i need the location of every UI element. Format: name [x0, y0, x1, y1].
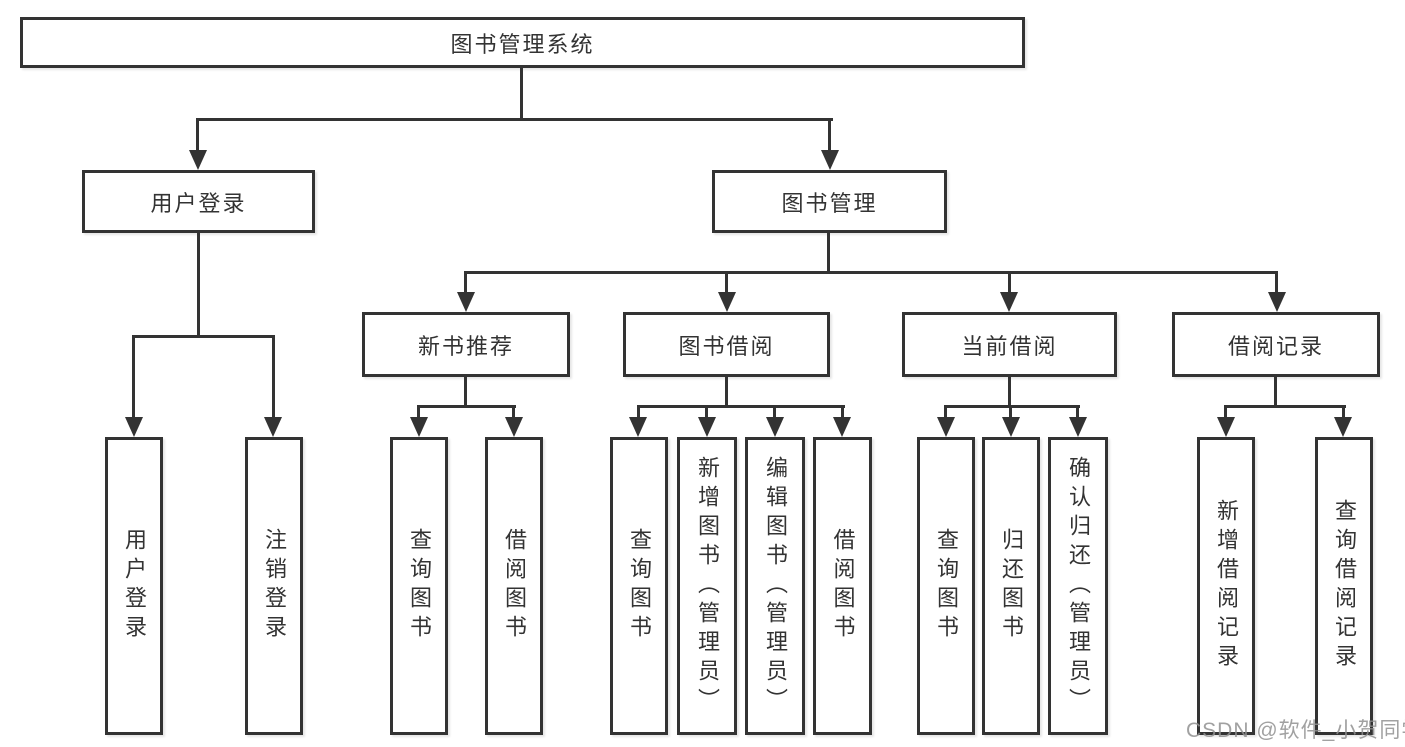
node-label: 查询图书 — [407, 528, 432, 644]
connector-line — [705, 405, 708, 419]
arrow-down-icon — [1217, 417, 1235, 437]
node-current-borrowing: 当前借阅 — [902, 312, 1117, 377]
leaf-return-book: 归还图书 — [982, 437, 1040, 735]
node-label: 新增借阅记录 — [1214, 499, 1239, 673]
connector-line — [725, 377, 728, 405]
leaf-query-books: 查询图书 — [610, 437, 668, 735]
connector-line — [464, 377, 467, 405]
node-label: 编辑图书（管理员） — [763, 455, 788, 717]
arrow-down-icon — [718, 292, 736, 312]
node-user-login: 用户登录 — [82, 170, 315, 233]
arrow-down-icon — [1334, 417, 1352, 437]
node-label: 借阅记录 — [1227, 333, 1324, 359]
connector-line — [1342, 405, 1345, 419]
connector-line — [417, 405, 420, 419]
leaf-add-book-admin: 新增图书（管理员） — [677, 437, 737, 735]
watermark: CSDN @软件_小贺同学 — [1186, 719, 1405, 742]
connector-line — [725, 271, 728, 293]
arrow-down-icon — [1002, 417, 1020, 437]
leaf-query-books: 查询图书 — [917, 437, 975, 735]
connector-line — [197, 118, 833, 121]
leaf-user-login: 用户登录 — [105, 437, 163, 735]
leaf-logout: 注销登录 — [245, 437, 303, 735]
connector-line — [1008, 271, 1011, 293]
connector-line — [132, 335, 135, 419]
connector-line — [132, 335, 275, 338]
leaf-query-books: 查询图书 — [390, 437, 448, 735]
arrow-down-icon — [821, 150, 839, 170]
node-new-book-recommend: 新书推荐 — [362, 312, 570, 377]
connector-line — [196, 118, 199, 152]
leaf-edit-book-admin: 编辑图书（管理员） — [745, 437, 805, 735]
arrow-down-icon — [1069, 417, 1087, 437]
node-label: 当前借阅 — [961, 333, 1058, 359]
node-label: 图书管理系统 — [450, 31, 595, 57]
connector-line — [827, 233, 830, 271]
connector-line — [512, 405, 515, 419]
arrow-down-icon — [698, 417, 716, 437]
node-label: 查询图书 — [627, 528, 652, 644]
arrow-down-icon — [766, 417, 784, 437]
connector-line — [464, 271, 467, 293]
connector-line — [417, 405, 516, 408]
connector-line — [1275, 271, 1278, 293]
connector-line — [828, 118, 831, 152]
leaf-borrow-books: 借阅图书 — [485, 437, 543, 735]
connector-line — [1008, 377, 1011, 405]
arrow-down-icon — [410, 417, 428, 437]
arrow-down-icon — [264, 417, 282, 437]
node-label: 归还图书 — [999, 528, 1024, 644]
node-label: 借阅图书 — [830, 528, 856, 644]
connector-line — [944, 405, 947, 419]
arrow-down-icon — [505, 417, 523, 437]
connector-line — [272, 335, 275, 419]
connector-line — [637, 405, 845, 408]
arrow-down-icon — [1268, 292, 1286, 312]
node-label: 注销登录 — [262, 528, 287, 644]
node-label: 查询图书 — [934, 528, 959, 644]
connector-line — [1009, 405, 1012, 419]
node-label: 新增图书（管理员） — [695, 455, 720, 717]
connector-line — [773, 405, 776, 419]
arrow-down-icon — [457, 292, 475, 312]
node-label: 图书借阅 — [678, 333, 775, 359]
arrow-down-icon — [1000, 292, 1018, 312]
connector-line — [944, 405, 1080, 408]
leaf-borrow-books: 借阅图书 — [813, 437, 872, 735]
connector-line — [637, 405, 640, 419]
node-label: 新书推荐 — [417, 333, 514, 359]
connector-line — [1224, 405, 1346, 408]
arrow-down-icon — [125, 417, 143, 437]
leaf-confirm-return-admin: 确认归还（管理员） — [1048, 437, 1108, 735]
arrow-down-icon — [189, 150, 207, 170]
node-label: 借阅图书 — [502, 528, 527, 644]
node-label: 用户登录 — [150, 190, 247, 216]
arrow-down-icon — [833, 417, 851, 437]
arrow-down-icon — [629, 417, 647, 437]
node-label: 用户登录 — [122, 528, 147, 644]
connector-line — [1224, 405, 1227, 419]
connector-line — [1076, 405, 1079, 419]
connector-line — [841, 405, 844, 419]
node-library-system: 图书管理系统 — [20, 17, 1025, 68]
node-label: 确认归还（管理员） — [1066, 455, 1091, 717]
node-borrowing-records: 借阅记录 — [1172, 312, 1380, 377]
connector-line — [464, 271, 1278, 274]
node-book-borrowing: 图书借阅 — [623, 312, 830, 377]
connector-line — [197, 233, 200, 335]
arrow-down-icon — [937, 417, 955, 437]
leaf-query-borrow-record: 查询借阅记录 — [1315, 437, 1373, 735]
node-label: 查询借阅记录 — [1332, 499, 1357, 673]
connector-line — [520, 68, 523, 118]
leaf-add-borrow-record: 新增借阅记录 — [1197, 437, 1255, 735]
node-label: 图书管理 — [781, 190, 878, 216]
node-book-management: 图书管理 — [712, 170, 947, 233]
connector-line — [1274, 377, 1277, 405]
